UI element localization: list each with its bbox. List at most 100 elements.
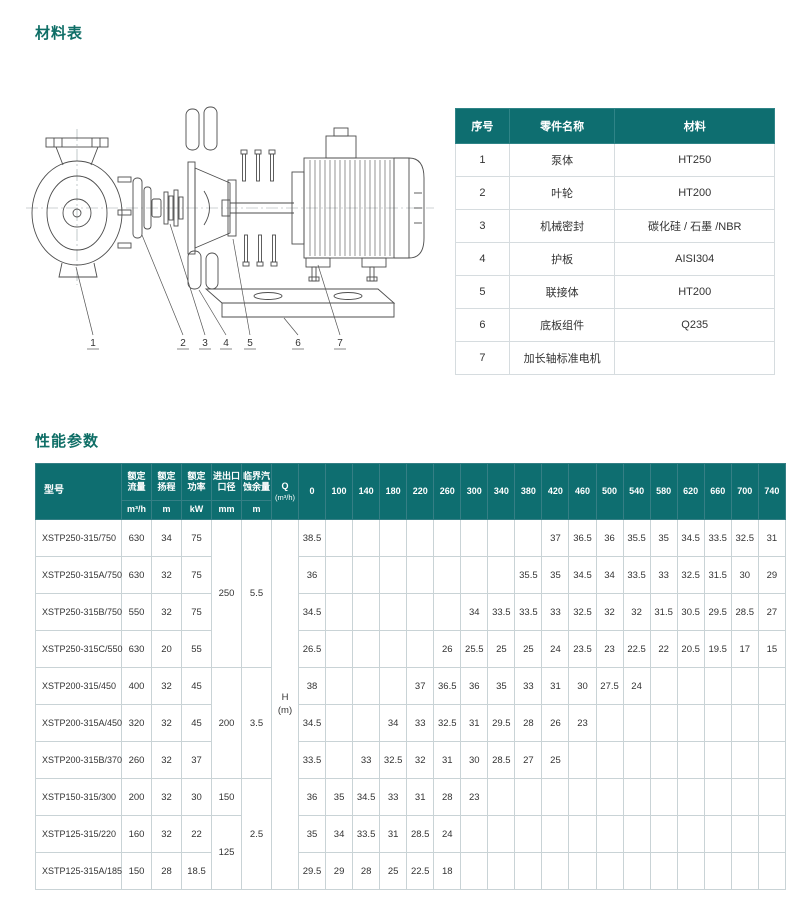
perf-header-flowpoint: 140 bbox=[352, 463, 381, 520]
perf-h-value-cell: 31 bbox=[379, 815, 408, 853]
perf-flow-cell: 400 bbox=[121, 667, 152, 705]
perf-h-value-cell: 33 bbox=[379, 778, 408, 816]
perf-flow-cell: 630 bbox=[121, 556, 152, 594]
perf-h-value-cell bbox=[379, 630, 408, 668]
perf-h-value-cell: 23 bbox=[568, 704, 597, 742]
materials-part-cell: 机械密封 bbox=[508, 209, 616, 243]
perf-h-value-cell: 32.5 bbox=[433, 704, 462, 742]
perf-h-value-cell: 32 bbox=[406, 741, 435, 779]
perf-h-value-cell bbox=[379, 667, 408, 705]
perf-h-value-cell: 18 bbox=[433, 852, 462, 890]
perf-h-value-cell: 33 bbox=[541, 593, 570, 631]
perf-model-cell: XSTP200-315A/450 bbox=[35, 704, 122, 742]
perf-h-value-cell bbox=[622, 815, 651, 853]
materials-no-cell: 6 bbox=[455, 308, 510, 342]
perf-h-value-cell bbox=[487, 852, 516, 890]
perf-h-value-cell bbox=[568, 741, 597, 779]
perf-h-value-cell bbox=[622, 704, 651, 742]
materials-no-cell: 2 bbox=[455, 176, 510, 210]
perf-h-value-cell: 22.5 bbox=[622, 630, 651, 668]
perf-h-value-cell bbox=[568, 778, 597, 816]
perf-header-param: 额定 扬程 bbox=[151, 463, 182, 501]
perf-h-value-cell bbox=[406, 630, 435, 668]
perf-model-cell: XSTP250-315/750 bbox=[35, 519, 122, 557]
perf-h-value-cell: 15 bbox=[757, 630, 787, 668]
perf-h-value-cell: 33.5 bbox=[514, 593, 543, 631]
perf-h-value-cell bbox=[541, 778, 570, 816]
perf-header-flowpoint: 580 bbox=[649, 463, 678, 520]
perf-header-unit: m bbox=[151, 500, 182, 520]
terminal-box bbox=[325, 135, 357, 159]
perf-h-value-cell bbox=[325, 741, 354, 779]
perf-h-value-cell: 25 bbox=[514, 630, 543, 668]
materials-no-cell: 4 bbox=[455, 242, 510, 276]
perf-h-value-cell: 23.5 bbox=[568, 630, 597, 668]
perf-h-value-cell bbox=[433, 593, 462, 631]
materials-no-cell: 5 bbox=[455, 275, 510, 309]
perf-h-value-cell bbox=[595, 704, 624, 742]
materials-header-material: 材料 bbox=[614, 108, 775, 144]
callout-number-6: 6 bbox=[295, 338, 301, 349]
perf-h-value-cell bbox=[757, 667, 787, 705]
perf-h-value-cell: 34.5 bbox=[352, 778, 381, 816]
perf-h-value-cell: 25.5 bbox=[460, 630, 489, 668]
perf-header-param: 额定 流量 bbox=[121, 463, 152, 501]
materials-part-cell: 泵体 bbox=[508, 143, 616, 177]
perf-h-value-cell: 31.5 bbox=[703, 556, 732, 594]
perf-h-value-cell: 36 bbox=[297, 778, 327, 816]
perf-h-value-cell bbox=[541, 852, 570, 890]
materials-header-part: 零件名称 bbox=[508, 108, 616, 144]
perf-h-value-cell bbox=[757, 741, 787, 779]
perf-h-value-cell bbox=[514, 778, 543, 816]
perf-h-value-cell: 30 bbox=[568, 667, 597, 705]
perf-head-cell: 20 bbox=[151, 630, 182, 668]
perf-h-value-cell bbox=[757, 778, 787, 816]
perf-h-value-cell bbox=[676, 704, 705, 742]
perf-h-value-cell: 33 bbox=[406, 704, 435, 742]
perf-h-value-cell bbox=[460, 519, 489, 557]
perf-h-value-cell bbox=[487, 556, 516, 594]
materials-material-cell: AISI304 bbox=[614, 242, 775, 276]
motor-foot bbox=[305, 257, 331, 268]
perf-h-value-cell: 20.5 bbox=[676, 630, 705, 668]
perf-diameter-cell: 125 bbox=[211, 815, 242, 890]
perf-h-value-cell bbox=[622, 741, 651, 779]
perf-h-value-cell bbox=[352, 593, 381, 631]
perf-flow-cell: 320 bbox=[121, 704, 152, 742]
perf-h-value-cell bbox=[757, 815, 787, 853]
perf-h-value-cell bbox=[379, 519, 408, 557]
perf-h-value-cell: 26 bbox=[541, 704, 570, 742]
perf-npsh-cell: 5.5 bbox=[241, 519, 272, 668]
perf-header-flowpoint: 0 bbox=[297, 463, 327, 520]
callout-number-2: 2 bbox=[180, 338, 186, 349]
perf-head-cell: 32 bbox=[151, 741, 182, 779]
perf-header-param: 额定 功率 bbox=[181, 463, 212, 501]
perf-npsh-cell: 3.5 bbox=[241, 667, 272, 779]
perf-h-value-cell bbox=[460, 852, 489, 890]
perf-h-value-cell: 28.5 bbox=[730, 593, 759, 631]
perf-h-value-cell bbox=[703, 667, 732, 705]
materials-header-row: 序号 零件名称 材料 bbox=[455, 108, 775, 144]
perf-h-value-cell: 23 bbox=[460, 778, 489, 816]
perf-h-value-cell bbox=[352, 704, 381, 742]
perf-h-value-cell bbox=[676, 667, 705, 705]
perf-header-param: 临界汽 蚀余量 bbox=[241, 463, 272, 501]
perf-header-flowpoint: 660 bbox=[703, 463, 732, 520]
perf-h-value-cell bbox=[487, 778, 516, 816]
perf-h-value-cell: 31 bbox=[757, 519, 787, 557]
perf-h-value-cell: 31 bbox=[406, 778, 435, 816]
perf-h-value-cell: 25 bbox=[541, 741, 570, 779]
perf-h-value-cell bbox=[379, 593, 408, 631]
perf-h-value-cell: 37 bbox=[406, 667, 435, 705]
perf-h-value-cell bbox=[757, 704, 787, 742]
perf-h-value-cell bbox=[649, 667, 678, 705]
materials-material-cell: HT200 bbox=[614, 275, 775, 309]
perf-h-value-cell: 35 bbox=[487, 667, 516, 705]
perf-power-cell: 75 bbox=[181, 593, 212, 631]
